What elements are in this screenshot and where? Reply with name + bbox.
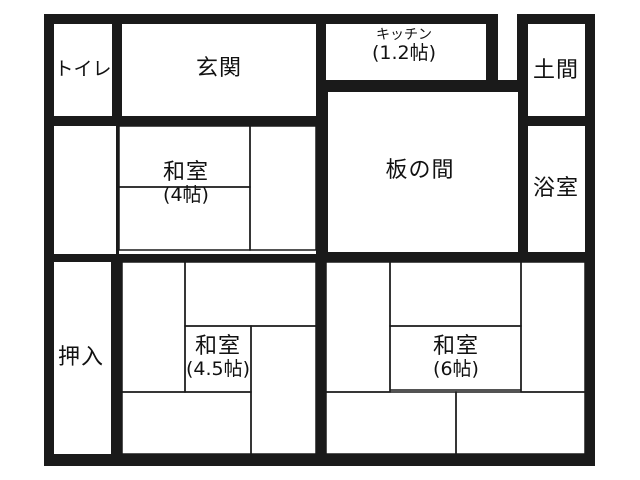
label-washitsu-45: 和室 (4.5帖) — [186, 334, 250, 381]
label-wooden-room: 板の間 — [385, 158, 455, 183]
room-wooden — [328, 92, 518, 252]
tatami-mat — [250, 325, 317, 455]
label-washitsu-4-size: (4帖) — [163, 184, 209, 207]
label-kitchen-size: (1.2帖) — [371, 42, 437, 65]
label-washitsu-6: 和室 (6帖) — [433, 334, 479, 381]
label-entrance: 玄関 — [195, 56, 243, 81]
room-closet-upper — [54, 126, 116, 254]
label-kitchen-name: キッチン — [375, 27, 432, 43]
label-toilet: トイレ — [54, 58, 112, 80]
label-washitsu-4: 和室 (4帖) — [163, 160, 209, 207]
label-washitsu-45-size: (4.5帖) — [185, 358, 251, 381]
label-earth-floor: 土間 — [532, 58, 580, 83]
label-kitchen: キッチン (1.2帖) — [372, 27, 436, 65]
label-washitsu-45-name: 和室 — [194, 334, 242, 359]
room-toilet — [54, 24, 112, 116]
label-washitsu-6-size: (6帖) — [433, 358, 479, 381]
room-washitsu-45 — [122, 262, 316, 454]
room-closet — [54, 262, 111, 454]
label-bathroom: 浴室 — [532, 176, 580, 201]
room-earth-floor — [528, 24, 585, 116]
room-washitsu-4 — [119, 126, 316, 254]
tatami-mat — [249, 125, 317, 251]
label-washitsu-6-name: 和室 — [432, 334, 480, 359]
tatami-mat — [121, 391, 252, 455]
label-washitsu-4-name: 和室 — [162, 160, 210, 185]
room-bathroom — [528, 126, 585, 252]
room-kitchen — [326, 24, 486, 80]
tatami-mat — [455, 391, 586, 455]
room-entrance — [122, 24, 316, 116]
label-closet: 押入 — [57, 345, 105, 370]
